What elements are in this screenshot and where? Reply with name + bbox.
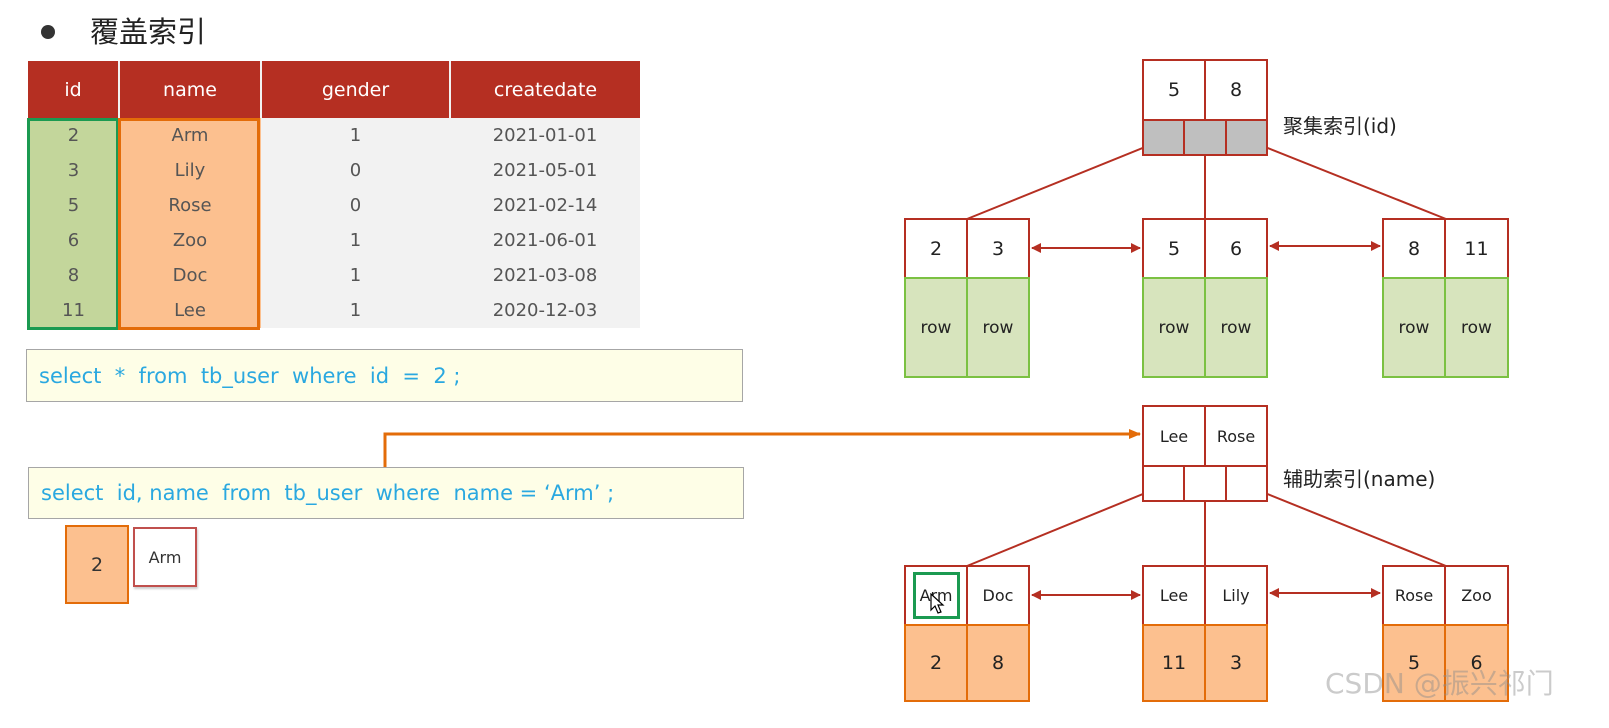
name-column-highlight — [118, 118, 260, 330]
column-header-gender: gender — [261, 61, 451, 118]
cell-name: Lee — [119, 293, 261, 328]
clustered-leaf-row: row — [1382, 277, 1446, 378]
secondary-link-right — [1249, 486, 1447, 567]
clustered-root-key-1: 5 — [1142, 59, 1206, 121]
column-header-id: id — [28, 61, 120, 118]
table-row: 6 Zoo 1 2021-06-01 — [28, 223, 640, 258]
mouse-cursor-icon — [930, 593, 945, 614]
watermark: CSDN @振兴祁门 — [1325, 667, 1554, 700]
clustered-leaf-key: 2 — [904, 218, 968, 279]
table-row: 3 Lily 0 2021-05-01 — [28, 153, 640, 188]
id-column-highlight — [27, 118, 119, 330]
secondary-root-pointer — [1183, 465, 1227, 502]
cell-id: 11 — [28, 293, 119, 328]
secondary-leaf-value: 2 — [904, 624, 968, 702]
cell-createdate: 2021-05-01 — [450, 153, 640, 188]
table-row: 2 Arm 1 2021-01-01 — [28, 118, 640, 153]
cell-createdate: 2021-01-01 — [450, 118, 640, 153]
cell-gender: 1 — [261, 258, 450, 293]
table-row: 11 Lee 1 2020-12-03 — [28, 293, 640, 328]
clustered-leaf-key: 6 — [1204, 218, 1268, 279]
title-bullet — [41, 25, 55, 39]
clustered-leaf-row: row — [1142, 277, 1206, 378]
secondary-leaf-key: Rose — [1382, 565, 1446, 626]
clustered-link-left — [966, 140, 1161, 220]
clustered-leaf-key: 8 — [1382, 218, 1446, 279]
clustered-leaf-row: row — [1444, 277, 1509, 378]
cell-id: 6 — [28, 223, 119, 258]
secondary-index-label: 辅助索引(name) — [1283, 467, 1436, 491]
clustered-leaf-row: row — [1204, 277, 1268, 378]
cell-id: 2 — [28, 118, 119, 153]
cell-createdate: 2020-12-03 — [450, 293, 640, 328]
cell-createdate: 2021-02-14 — [450, 188, 640, 223]
column-header-name: name — [119, 61, 262, 118]
cell-name: Arm — [119, 118, 261, 153]
user-table: id name gender createdate 2 Arm 1 2021-0… — [28, 61, 640, 328]
query-to-index-arrow — [383, 429, 1141, 467]
secondary-link-left — [966, 486, 1161, 567]
secondary-root-pointer — [1225, 465, 1268, 502]
sql-query-by-id: select * from tb_user where id = 2 ; — [26, 349, 743, 402]
secondary-leaf-key: Lee — [1142, 565, 1206, 626]
clustered-link-right — [1249, 140, 1447, 220]
cell-id: 5 — [28, 188, 119, 223]
clustered-leaf-key: 5 — [1142, 218, 1206, 279]
clustered-root-pointer — [1183, 119, 1227, 156]
clustered-leaf-row: row — [966, 277, 1030, 378]
secondary-leaf-key: Doc — [966, 565, 1030, 626]
clustered-leaf-key: 3 — [966, 218, 1030, 279]
cell-gender: 0 — [261, 188, 450, 223]
cell-createdate: 2021-06-01 — [450, 223, 640, 258]
secondary-leaf-value: 8 — [966, 624, 1030, 702]
cell-gender: 1 — [261, 118, 450, 153]
secondary-leaf-key: Zoo — [1444, 565, 1509, 626]
table-row: 8 Doc 1 2021-03-08 — [28, 258, 640, 293]
clustered-root-key-2: 8 — [1204, 59, 1268, 121]
table-header-row: id name gender createdate — [28, 61, 640, 118]
clustered-root-pointer — [1225, 119, 1268, 156]
secondary-root-key-2: Rose — [1204, 405, 1268, 467]
cell-name: Doc — [119, 258, 261, 293]
arm-key-highlight — [913, 572, 960, 619]
secondary-leaf-value: 6 — [1444, 624, 1509, 702]
cell-createdate: 2021-03-08 — [450, 258, 640, 293]
cell-name: Rose — [119, 188, 261, 223]
table-row: 5 Rose 0 2021-02-14 — [28, 188, 640, 223]
cell-gender: 1 — [261, 293, 450, 328]
page-title: 覆盖索引 — [90, 15, 207, 49]
secondary-leaf-value: 11 — [1142, 624, 1206, 702]
secondary-root-pointer — [1142, 465, 1185, 502]
cell-id: 3 — [28, 153, 119, 188]
sql-query-by-name: select id, name from tb_user where name … — [28, 467, 744, 519]
cell-id: 8 — [28, 258, 119, 293]
cell-name: Lily — [119, 153, 261, 188]
column-header-createdate: createdate — [450, 61, 640, 118]
cell-name: Zoo — [119, 223, 261, 258]
clustered-leaf-key: 11 — [1444, 218, 1509, 279]
result-name-box: Arm — [133, 527, 197, 587]
cell-gender: 0 — [261, 153, 450, 188]
cell-gender: 1 — [261, 223, 450, 258]
clustered-leaf-row: row — [904, 277, 968, 378]
clustered-root-pointer — [1142, 119, 1185, 156]
result-id-box: 2 — [65, 525, 129, 604]
secondary-root-key-1: Lee — [1142, 405, 1206, 467]
secondary-leaf-value: 3 — [1204, 624, 1268, 702]
secondary-leaf-key: Lily — [1204, 565, 1268, 626]
clustered-index-label: 聚集索引(id) — [1283, 114, 1397, 138]
